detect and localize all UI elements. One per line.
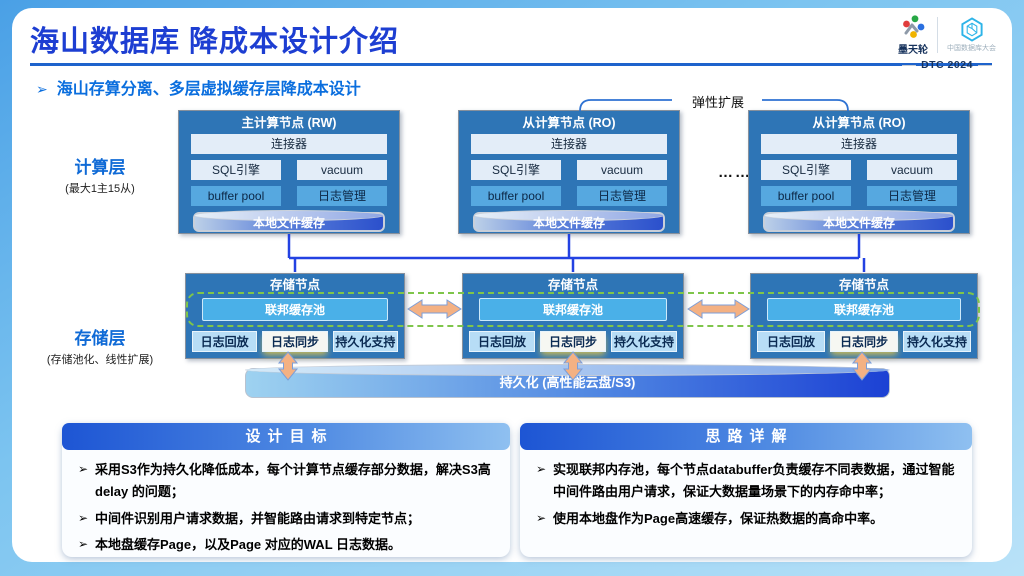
- storage-node-3: 存储节点 联邦缓存池 日志回放 日志同步 持久化支持: [750, 273, 978, 359]
- log-management-box: 日志管理: [867, 186, 957, 206]
- bullet-item: ➢ 使用本地盘作为Page高速缓存，保证热数据的高命中率。: [536, 508, 958, 530]
- sql-engine-box: SQL引擎: [761, 160, 851, 180]
- storage-node-2: 存储节点 联邦缓存池 日志回放 日志同步 持久化支持: [462, 273, 684, 359]
- vacuum-box: vacuum: [297, 160, 387, 180]
- bullet-item: ➢ 中间件识别用户请求数据，并智能路由请求到特定节点；: [78, 508, 496, 530]
- motianlun-label: 墨天轮: [898, 45, 928, 56]
- design-goals-panel: 设计目标 ➢ 采用S3作为持久化降低成本，每个计算节点缓存部分数据，解决S3高de…: [62, 423, 510, 557]
- panel-body: ➢ 采用S3作为持久化降低成本，每个计算节点缓存部分数据，解决S3高delay 的…: [62, 450, 510, 556]
- log-sync-box: 日志同步: [540, 331, 606, 352]
- bullet-item: ➢ 实现联邦内存池，每个节点databuffer负责缓存不同表数据，通过智能中间件…: [536, 459, 958, 503]
- compute-storage-bus-line: [287, 234, 866, 272]
- federated-cache-pool: 联邦缓存池: [767, 298, 961, 321]
- approach-detail-panel: 思路详解 ➢ 实现联邦内存池，每个节点databuffer负责缓存不同表数据，通过…: [520, 423, 972, 557]
- badge-dash-left: [902, 64, 917, 66]
- bullet-text: 中间件识别用户请求数据，并智能路由请求到特定节点；: [95, 510, 421, 526]
- local-file-cache-label: 本地文件缓存: [252, 216, 325, 230]
- node-title: 存储节点: [838, 278, 889, 292]
- logo-divider: [937, 17, 938, 53]
- node-title: 存储节点: [547, 278, 598, 292]
- federated-cache-pool: 联邦缓存池: [202, 298, 388, 321]
- arrow-bullet-icon: ➢: [78, 537, 89, 552]
- dtc-badge: DTC 2024: [921, 59, 973, 71]
- compute-layer-label: 计算层 (最大1主15从): [30, 153, 170, 196]
- badge-dash-right: [977, 64, 992, 66]
- storage-layer-sublabel: (存储池化、线性扩展): [46, 354, 154, 366]
- bullet-text: 实现联邦内存池，每个节点databuffer负责缓存不同表数据，通过智能中间件路…: [553, 462, 955, 499]
- arrow-bullet-icon: ➢: [78, 462, 89, 476]
- local-file-cache-cylinder: 本地文件缓存: [763, 210, 955, 232]
- compute-layer-sublabel: (最大1主15从): [65, 183, 135, 195]
- node-title: 从计算节点 (RO): [812, 116, 906, 130]
- dtc-org-logo: 中国数据库大会: [947, 17, 996, 53]
- log-replay-box: 日志回放: [192, 331, 258, 352]
- panel-title: 设计目标: [62, 423, 510, 450]
- bullet-text: 使用本地盘作为Page高速缓存，保证热数据的高命中率。: [553, 510, 884, 526]
- persist-support-box: 持久化支持: [903, 331, 971, 352]
- compute-layer-title: 计算层: [74, 158, 126, 177]
- elastic-expansion-label: 弹性扩展: [691, 95, 744, 110]
- persist-support-box: 持久化支持: [332, 331, 398, 352]
- bullet-item: ➢ 本地盘缓存Page，以及Page 对应的WAL 日志数据。: [78, 534, 496, 556]
- persistence-label: 持久化 (高性能云盘/S3): [499, 375, 636, 390]
- bullet-text: 采用S3作为持久化降低成本，每个计算节点缓存部分数据，解决S3高delay 的问…: [95, 462, 491, 499]
- node-title: 主计算节点 (RW): [241, 116, 337, 130]
- log-management-box: 日志管理: [297, 186, 387, 206]
- bullet-item: ➢ 采用S3作为持久化降低成本，每个计算节点缓存部分数据，解决S3高delay 的…: [78, 459, 496, 503]
- buffer-pool-box: buffer pool: [191, 186, 281, 206]
- compute-node-replica-2: 从计算节点 (RO) 连接器 SQL引擎 vacuum buffer pool …: [748, 110, 970, 234]
- arrow-bullet-icon: ➢: [78, 510, 89, 525]
- connector-box: 连接器: [191, 134, 387, 154]
- local-file-cache-cylinder: 本地文件缓存: [473, 210, 665, 232]
- federated-cache-pool: 联邦缓存池: [479, 298, 667, 321]
- arrow-bullet-icon: ➢: [36, 81, 48, 97]
- connector-box: 连接器: [761, 134, 957, 154]
- dtc-badge-row: DTC 2024: [902, 59, 992, 71]
- slide-card: 海山数据库 降成本设计介绍 ➢ 海山存算分离、多层虚拟缓存层降成本设计 墨天轮: [12, 8, 1012, 562]
- log-sync-box: 日志同步: [830, 331, 898, 352]
- buffer-pool-box: buffer pool: [471, 186, 561, 206]
- node-title: 存储节点: [269, 278, 320, 292]
- buffer-pool-box: buffer pool: [761, 186, 851, 206]
- ellipsis-more-nodes: ……: [718, 164, 752, 181]
- dtc-org-label: 中国数据库大会: [947, 45, 996, 52]
- node-title: 从计算节点 (RO): [522, 116, 616, 130]
- sql-engine-box: SQL引擎: [471, 160, 561, 180]
- arrow-bullet-icon: ➢: [536, 510, 547, 525]
- persistence-cylinder: 持久化 (高性能云盘/S3): [245, 364, 890, 398]
- local-file-cache-cylinder: 本地文件缓存: [193, 210, 385, 232]
- storage-layer-title: 存储层: [74, 329, 126, 348]
- vacuum-box: vacuum: [577, 160, 667, 180]
- local-file-cache-label: 本地文件缓存: [532, 216, 605, 230]
- log-replay-box: 日志回放: [469, 331, 535, 352]
- panel-body: ➢ 实现联邦内存池，每个节点databuffer负责缓存不同表数据，通过智能中间件…: [520, 450, 972, 529]
- title-divider: [30, 63, 992, 66]
- motianlun-pinwheel-icon: [903, 15, 925, 38]
- log-sync-box: 日志同步: [262, 331, 328, 352]
- storage-layer-label: 存储层 (存储池化、线性扩展): [30, 324, 170, 367]
- sql-engine-box: SQL引擎: [191, 160, 281, 180]
- persist-support-box: 持久化支持: [611, 331, 677, 352]
- local-file-cache-label: 本地文件缓存: [822, 216, 895, 230]
- panel-title: 思路详解: [520, 423, 972, 450]
- compute-node-replica-1: 从计算节点 (RO) 连接器 SQL引擎 vacuum buffer pool …: [458, 110, 680, 234]
- bullet-text: 本地盘缓存Page，以及Page 对应的WAL 日志数据。: [95, 537, 402, 553]
- vacuum-box: vacuum: [867, 160, 957, 180]
- motianlun-logo: 墨天轮: [898, 14, 928, 56]
- arrow-bullet-icon: ➢: [536, 462, 547, 476]
- logo-row: 墨天轮 中国数据库大会: [898, 14, 996, 56]
- storage-node-1: 存储节点 联邦缓存池 日志回放 日志同步 持久化支持: [185, 273, 405, 359]
- log-replay-box: 日志回放: [757, 331, 825, 352]
- section-subtitle-text: 海山存算分离、多层虚拟缓存层降成本设计: [56, 81, 361, 98]
- connector-box: 连接器: [471, 134, 667, 154]
- page-title: 海山数据库 降成本设计介绍: [30, 26, 400, 58]
- compute-node-primary: 主计算节点 (RW) 连接器 SQL引擎 vacuum buffer pool …: [178, 110, 400, 234]
- section-subtitle: ➢ 海山存算分离、多层虚拟缓存层降成本设计: [36, 75, 361, 99]
- federated-cache-dashed-boundary: [186, 292, 980, 327]
- log-management-box: 日志管理: [577, 186, 667, 206]
- hexagon-icon: [960, 17, 983, 42]
- branding-block: 墨天轮 中国数据库大会 DTC 2024: [898, 14, 996, 71]
